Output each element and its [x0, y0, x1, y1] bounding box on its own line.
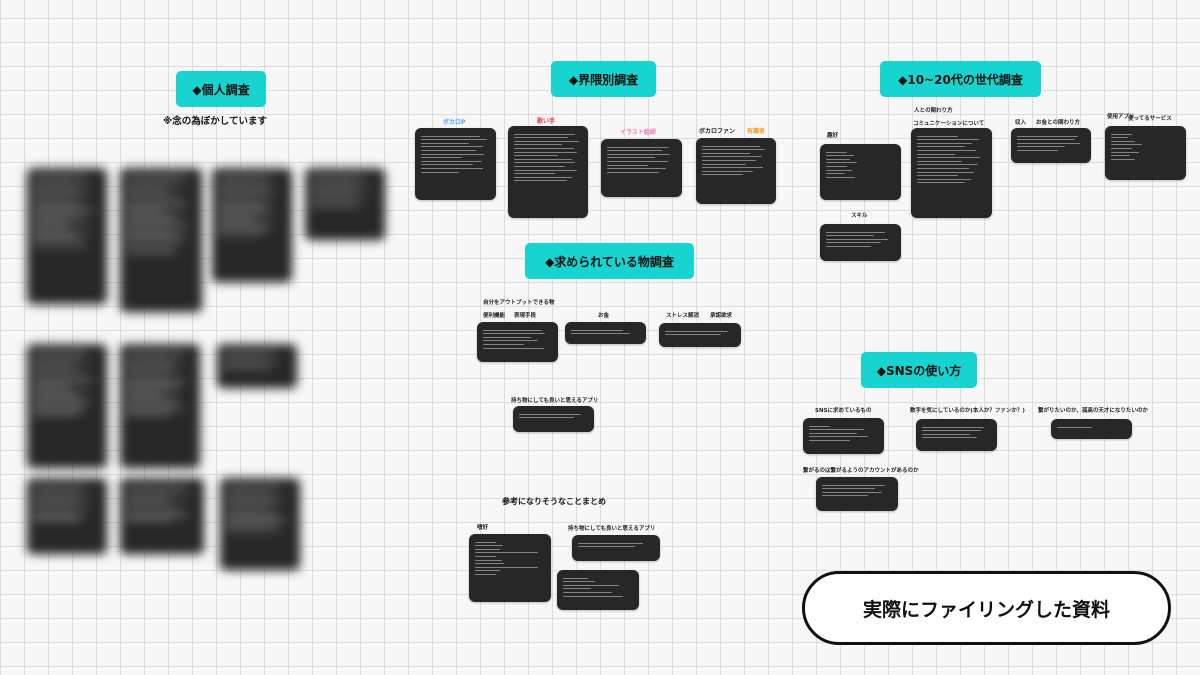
personal-card	[305, 168, 385, 240]
label-sns-connect: 繋がりたいのか、孤高の天才になりたいのか	[1038, 408, 1148, 414]
tag-utaite: 歌い手	[537, 118, 556, 125]
personal-card	[220, 478, 300, 570]
label-relations: 人との関わり方	[914, 108, 953, 114]
personal-card	[27, 344, 107, 468]
genre-card-vocaloid-fan	[696, 138, 776, 204]
needs-card-carry-apps	[513, 406, 594, 432]
label-output-things: 自分をアウトプットできる物	[483, 300, 555, 306]
personal-card	[120, 168, 202, 312]
heading-generation: ◆10~20代の世代調査	[880, 61, 1041, 97]
personal-card	[217, 344, 297, 388]
gen-card-communication	[911, 128, 992, 218]
label-stress: ストレス解消	[666, 313, 700, 319]
gen-card-skill	[820, 224, 901, 261]
sns-card-seek	[803, 418, 884, 454]
gen-card-apps	[1105, 126, 1186, 180]
label-skill: スキル	[851, 213, 868, 219]
sns-card-account	[816, 477, 898, 511]
label-summary-hobby: 嗜好	[477, 525, 489, 531]
summary-title: 参考になりそうなことまとめ	[502, 497, 606, 506]
genre-card-utaite	[508, 126, 588, 218]
label-communication: コミュニケーションについて	[913, 121, 985, 127]
personal-card	[27, 478, 107, 554]
tag-vocaloid-p: ボカロP	[443, 119, 466, 126]
summary-card-hobby	[469, 534, 551, 602]
personal-card	[27, 168, 107, 304]
needs-card-output	[477, 322, 558, 362]
label-carry-apps-need: 持ち物にしても良いと思えるアプリ	[511, 398, 599, 404]
label-apps: 使用アプリ	[1107, 114, 1135, 120]
label-sns-account: 繋がるのは繋がるようのアカウントがあるのか	[803, 468, 919, 474]
personal-blur-note: ※念の為ぼかしています	[163, 116, 267, 127]
filed-material-caption: 実際にファイリングした資料	[802, 571, 1171, 645]
label-money-need: お金	[598, 313, 610, 319]
label-convenience: 便利機能	[483, 313, 506, 319]
heading-personal: ◆個人調査	[176, 71, 266, 107]
tag-illustrator: イラスト絵師	[620, 129, 656, 136]
label-expression: 表現手段	[514, 313, 537, 319]
label-hobby-gen: 趣好	[827, 133, 839, 139]
label-money-relations: お金との関わり方	[1036, 120, 1080, 126]
summary-card-carry-apps	[572, 535, 660, 561]
label-income: 収入	[1015, 120, 1027, 126]
tag-expert: 有識者	[747, 128, 766, 135]
personal-card	[212, 168, 292, 282]
label-sns-seek: SNSに求めているもの	[815, 408, 872, 414]
sns-card-numbers	[916, 419, 997, 451]
gen-card-hobby	[820, 144, 901, 200]
label-approval: 承認欲求	[710, 313, 733, 319]
personal-card	[120, 478, 204, 554]
heading-needs: ◆求められている物調査	[525, 243, 694, 279]
heading-genre: ◆界隈別調査	[551, 61, 656, 97]
genre-card-illustrator	[601, 139, 682, 197]
personal-card	[120, 344, 200, 468]
label-sns-numbers: 数字を気にしているのか(本人か？ファンか？)	[910, 408, 1025, 414]
summary-card-list	[557, 570, 639, 610]
filed-material-label: 実際にファイリングした資料	[862, 598, 1110, 621]
genre-card-vocaloid-p	[415, 128, 496, 200]
gen-card-income	[1011, 128, 1091, 163]
heading-sns: ◆SNSの使い方	[861, 352, 977, 388]
label-services: 使ってるサービス	[1128, 116, 1172, 122]
label-summary-carry-apps: 持ち物にしても良いと思えるアプリ	[568, 526, 656, 532]
sns-card-connect	[1051, 419, 1132, 439]
tag-vocaloid-fan: ボカロファン	[699, 128, 736, 135]
needs-card-money	[565, 322, 646, 344]
needs-card-stress	[659, 323, 741, 347]
